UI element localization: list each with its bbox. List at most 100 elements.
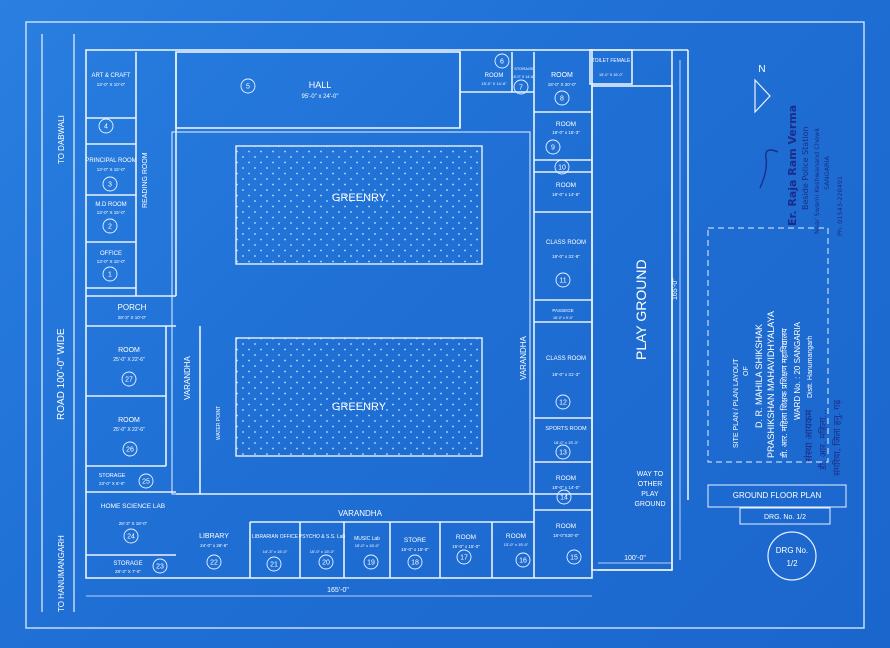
- room6-size: 15'-0" X 14'-6": [481, 81, 507, 86]
- principal-size: 13'-0" X 15'-0": [97, 167, 126, 172]
- storage7-size: 8'-0" X 14'-6": [514, 75, 535, 79]
- hand-line2: डी. आर. महिला...: [817, 409, 829, 471]
- handwritten-notes: संस्था आयकम डी. आर. महिला... संगरिया, जि…: [803, 399, 843, 476]
- room-number: 22: [210, 560, 218, 567]
- stamp-line3: SANGARIA: [823, 156, 831, 190]
- room11a-size: 18'-0" x 14'-6": [552, 192, 580, 197]
- room-number-circle: [318, 554, 334, 570]
- toilet-size: 15'-0" X 15'-0": [599, 73, 624, 77]
- room-number-circle: [102, 176, 118, 192]
- room-number: 27: [125, 377, 133, 384]
- room-number-circle: [555, 394, 571, 410]
- room26-name: ROOM: [118, 417, 140, 424]
- room-number: 8: [560, 96, 564, 103]
- principal-name: PRINCIPAL ROOM: [85, 158, 136, 164]
- varandha-left: VARANDHA: [183, 355, 192, 400]
- sheet-border: [25, 21, 865, 629]
- art-craft-size: 13'-0" X 10'-0": [97, 82, 126, 87]
- way-line3: PLAY: [641, 491, 659, 498]
- room-number-circle: [240, 78, 256, 94]
- title-line3: D. R. MAHILA SHIKSHAK: [754, 324, 764, 428]
- room-number-circle: [152, 558, 168, 574]
- room17-name: ROOM: [456, 534, 476, 541]
- room9-name: ROOM: [556, 121, 576, 128]
- room-number: 2: [108, 224, 112, 231]
- reading-room-label: READING ROOM: [142, 152, 149, 208]
- building-walls: [85, 49, 847, 597]
- room-number: 21: [270, 562, 278, 569]
- sports-size: 18'-0" x 15'-3": [554, 440, 579, 445]
- road: [41, 34, 75, 612]
- room16-name: ROOM: [506, 533, 526, 540]
- room8-size: 18'-0" X 20'-0": [548, 82, 577, 87]
- room-number: 12: [559, 400, 567, 407]
- room-number-circle: [566, 549, 582, 565]
- room-number: 3: [108, 182, 112, 189]
- room-number: 7: [519, 85, 523, 92]
- greenry-top: [235, 145, 483, 265]
- title-line6: WARD No. : 20 SANGARIA: [793, 321, 802, 420]
- play-ground-label: PLAY GROUND: [633, 259, 649, 360]
- library-name: LIBRARY: [199, 533, 229, 540]
- way-line1: WAY TO: [637, 471, 664, 478]
- stamp-line1: Beside Police Station: [801, 126, 810, 210]
- signature-mark: [759, 149, 779, 189]
- room-number-circle: [456, 549, 472, 565]
- psycho-size: 15'-0" x 15'-0": [310, 549, 335, 554]
- hand-line1: संस्था आयकम: [803, 409, 815, 462]
- way-line2: OTHER: [638, 481, 663, 488]
- plan-label: GROUND FLOOR PLAN: [733, 491, 822, 500]
- room-number-circle: [554, 159, 570, 175]
- title-line1: SITE PLAN / PLAN LAYOUT: [733, 358, 740, 448]
- title-block: SITE PLAN / PLAN LAYOUT OF D. R. MAHILA …: [733, 311, 814, 459]
- varandha-right: VARANDHA: [519, 335, 528, 380]
- room-number: 19: [367, 560, 375, 567]
- room-number-circle: [138, 473, 154, 489]
- storage25-size: 23'-0" X 6'-0": [99, 481, 125, 486]
- md-room-size: 13'-0" X 15'-0": [97, 210, 126, 215]
- room-number: 10: [558, 165, 566, 172]
- room-number: 16: [519, 558, 527, 565]
- sports-name: SPORTS ROOM: [545, 426, 587, 432]
- class12-size: 18'-0" x 31'-3": [552, 372, 580, 377]
- room9-size: 18'-0" x 15'-3": [552, 130, 580, 135]
- room8-name: ROOM: [551, 72, 573, 79]
- way-line4: GROUND: [634, 501, 665, 508]
- room27-size: 25'-0" X 22'-6": [113, 357, 145, 363]
- room-number-circle: [556, 489, 572, 505]
- room-number: 11: [559, 278, 566, 285]
- porch-name: PORCH: [118, 303, 147, 312]
- music-size: 15'-0" x 15'-0": [355, 543, 380, 548]
- road-label-bottom: TO HANUMANGARH: [57, 535, 66, 612]
- title-line4: PRASHIKSHAN MAHAVIDHYALAYA: [766, 311, 776, 458]
- drg-circle-1: DRG No.: [776, 546, 808, 555]
- road-label-top: TO DABWALI: [57, 115, 66, 164]
- room-number-circle: [102, 218, 118, 234]
- store-size: 15'-0" x 15'-0": [401, 547, 429, 552]
- room14-name: ROOM: [556, 475, 576, 482]
- drg-circle-2: 1/2: [786, 559, 798, 568]
- room-number-circle: [266, 556, 282, 572]
- room17-size: 15'-0" x 15'-0": [452, 544, 480, 549]
- class11-size: 18'-0" x 31'-9": [552, 254, 580, 259]
- storage7-name: STORAGE: [514, 66, 534, 71]
- library-size: 24'-0" x 26'-6": [200, 543, 228, 548]
- room-number: 9: [551, 145, 555, 152]
- room14-size: 18'-0" x 14'-0": [552, 485, 580, 490]
- class11-name: CLASS ROOM: [546, 240, 586, 246]
- room26-size: 25'-0" X 22'-6": [113, 427, 145, 433]
- water-point: WATER POINT: [216, 406, 222, 440]
- room-number: 25: [142, 479, 150, 486]
- room-number-circle: [121, 371, 137, 387]
- room6-name: ROOM: [485, 73, 504, 79]
- room-number: 14: [560, 495, 568, 502]
- office-size: 13'-0" X 15'-0": [97, 259, 126, 264]
- room15-name: ROOM: [556, 523, 576, 530]
- room-number-circle: [555, 444, 571, 460]
- greenry-label-top: GREENRY: [332, 192, 387, 204]
- room-number: 4: [104, 124, 108, 131]
- north-arrow-icon: [754, 78, 771, 114]
- room-number: 26: [126, 447, 134, 454]
